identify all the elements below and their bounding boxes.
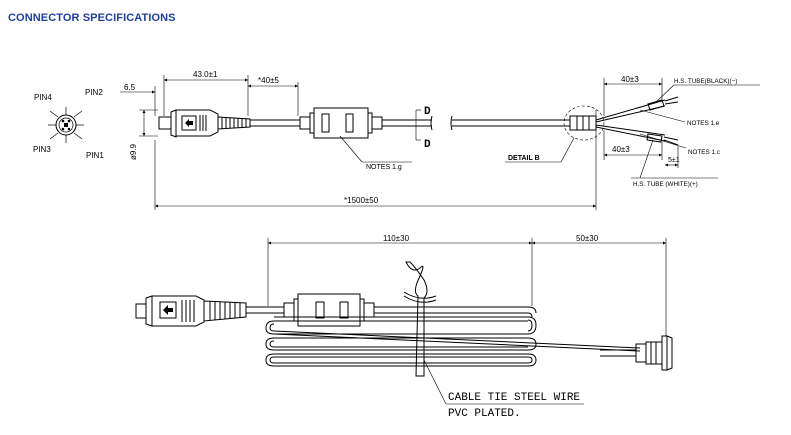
cable-tie-label-1: CABLE TIE STEEL WIRE bbox=[448, 392, 580, 404]
pin4-label: PIN4 bbox=[34, 93, 52, 102]
tube-white-label: H.S. TUBE (WHITE)(+) bbox=[633, 181, 698, 188]
notes-ferrite: NOTES 1.g bbox=[366, 164, 402, 171]
pin2-label: PIN2 bbox=[85, 88, 103, 97]
section-d-bottom: D bbox=[424, 139, 431, 151]
tube-black-label: H.S. TUBE(BLACK)(−) bbox=[674, 78, 737, 85]
detail-b-label: DETAIL B bbox=[508, 155, 540, 162]
dim-right: 50±30 bbox=[576, 234, 599, 243]
page-title: CONNECTOR SPECIFICATIONS bbox=[8, 12, 176, 24]
top-cable-drawing: D D 6.5 43.0±1 *40±5 bbox=[120, 70, 760, 210]
dim-tube-bottom: 40±3 bbox=[612, 145, 630, 154]
pin-face-view: PIN4 PIN2 PIN3 PIN1 bbox=[33, 88, 104, 160]
dim-left: 110±30 bbox=[383, 234, 410, 243]
pin1-label: PIN1 bbox=[86, 151, 104, 160]
dim-diameter: ø9.9 bbox=[129, 143, 138, 160]
dim-ferrite-gap: *40±5 bbox=[258, 76, 279, 85]
notes-e-label: NOTES 1.e bbox=[687, 120, 720, 127]
notes-c-label: NOTES 1.c bbox=[688, 149, 720, 156]
dim-overmold: 43.0±1 bbox=[193, 70, 218, 79]
dim-tube-top: 40±3 bbox=[621, 75, 639, 84]
section-d-top: D bbox=[424, 106, 431, 118]
dim-pin-offset: 6.5 bbox=[124, 83, 136, 92]
pin3-label: PIN3 bbox=[33, 145, 51, 154]
cable-tie-label-2: PVC PLATED. bbox=[448, 408, 521, 420]
dim-strip: 5±1 bbox=[668, 157, 680, 164]
bottom-coiled-drawing: 110±30 50±30 CABLE TIE STEEL WIRE PVC PL… bbox=[135, 234, 673, 420]
dim-total: *1500±50 bbox=[344, 196, 379, 205]
